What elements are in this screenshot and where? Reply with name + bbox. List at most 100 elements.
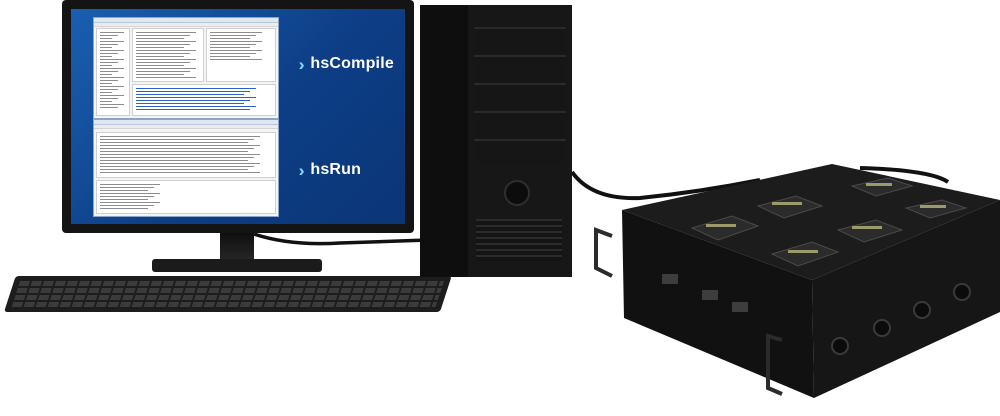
text-line bbox=[136, 74, 184, 75]
text-line bbox=[136, 109, 250, 110]
text-line bbox=[100, 202, 160, 203]
text-line bbox=[100, 190, 148, 191]
server-right-handle bbox=[766, 333, 783, 396]
text-line bbox=[136, 50, 196, 51]
fpga-chip-highlights bbox=[706, 183, 946, 253]
text-line bbox=[210, 56, 250, 57]
text-line bbox=[136, 59, 196, 60]
text-line bbox=[100, 77, 124, 78]
text-line bbox=[100, 107, 118, 108]
compile-properties-pane bbox=[206, 28, 276, 82]
text-line bbox=[100, 142, 248, 143]
hscompile-label-row: ›› hsCompile bbox=[299, 55, 394, 73]
text-line bbox=[136, 77, 196, 78]
double-chevron-right-icon: ›› bbox=[298, 160, 305, 180]
compile-log-console bbox=[132, 84, 276, 116]
text-line bbox=[136, 44, 190, 45]
text-line bbox=[210, 38, 250, 39]
text-line bbox=[100, 136, 260, 137]
power-button bbox=[504, 180, 530, 206]
text-line bbox=[136, 88, 256, 89]
monitor-stand bbox=[152, 259, 322, 272]
text-line bbox=[210, 41, 262, 42]
text-line bbox=[100, 35, 118, 36]
monitor-neck bbox=[220, 233, 254, 260]
text-line bbox=[136, 62, 190, 63]
text-line bbox=[100, 68, 124, 69]
text-line bbox=[210, 50, 262, 51]
pc-tower-vent bbox=[476, 219, 562, 261]
text-line bbox=[136, 41, 196, 42]
text-line bbox=[100, 71, 118, 72]
hsrun-label: hsRun bbox=[310, 161, 362, 178]
run-window bbox=[93, 119, 279, 217]
keyboard bbox=[4, 276, 452, 312]
text-line bbox=[100, 148, 254, 149]
monitor: ›› hsCompile ›› hsRun bbox=[62, 0, 414, 233]
text-line bbox=[100, 145, 260, 146]
compile-project-tree bbox=[96, 28, 130, 116]
text-line bbox=[100, 193, 160, 194]
text-line bbox=[100, 86, 124, 87]
text-line bbox=[100, 104, 124, 105]
text-line bbox=[100, 56, 112, 57]
text-line bbox=[100, 47, 112, 48]
text-line bbox=[100, 205, 154, 206]
server-fans bbox=[831, 283, 971, 355]
hsrun-label-row: ›› hsRun bbox=[299, 161, 361, 179]
text-line bbox=[100, 208, 148, 209]
text-line bbox=[136, 56, 184, 57]
prototyping-server bbox=[582, 150, 1000, 411]
text-line bbox=[210, 35, 256, 36]
text-line bbox=[136, 100, 250, 101]
text-line bbox=[100, 95, 124, 96]
text-line bbox=[100, 196, 154, 197]
text-line bbox=[136, 32, 196, 33]
text-line bbox=[136, 68, 196, 69]
text-line bbox=[100, 38, 112, 39]
text-line bbox=[100, 172, 260, 173]
text-line bbox=[100, 89, 118, 90]
server-right-face bbox=[812, 200, 1000, 398]
server-connectors bbox=[662, 274, 748, 312]
text-line bbox=[210, 47, 250, 48]
compile-window-titlebar bbox=[94, 18, 278, 23]
compile-resource-table bbox=[132, 28, 204, 82]
double-chevron-right-icon: ›› bbox=[298, 54, 305, 74]
text-line bbox=[100, 101, 112, 102]
run-log-console bbox=[96, 180, 276, 214]
text-line bbox=[100, 199, 148, 200]
text-line bbox=[136, 38, 184, 39]
text-line bbox=[136, 71, 190, 72]
text-line bbox=[100, 166, 254, 167]
hscompile-label: hsCompile bbox=[310, 55, 394, 72]
text-line bbox=[100, 163, 260, 164]
text-line bbox=[100, 151, 248, 152]
monitor-screen: ›› hsCompile ›› hsRun bbox=[71, 9, 405, 224]
text-line bbox=[136, 103, 244, 104]
text-line bbox=[210, 59, 262, 60]
text-line bbox=[136, 97, 256, 98]
text-line bbox=[100, 53, 118, 54]
text-line bbox=[136, 35, 190, 36]
run-task-table bbox=[96, 132, 276, 178]
text-line bbox=[100, 74, 112, 75]
text-line bbox=[210, 44, 256, 45]
text-line bbox=[100, 83, 112, 84]
fpga-modules bbox=[690, 177, 968, 267]
text-line bbox=[136, 106, 256, 107]
text-line bbox=[100, 32, 124, 33]
text-line bbox=[136, 65, 184, 66]
text-line bbox=[210, 32, 262, 33]
run-window-menubar bbox=[94, 125, 278, 129]
text-line bbox=[136, 91, 250, 92]
server-top-face bbox=[622, 164, 1000, 280]
server-left-handle bbox=[594, 227, 613, 278]
run-window-titlebar bbox=[94, 120, 278, 125]
compile-window-menubar bbox=[94, 23, 278, 27]
text-line bbox=[100, 80, 118, 81]
server-chassis-graphic bbox=[594, 164, 1000, 398]
text-line bbox=[100, 41, 124, 42]
text-line bbox=[100, 59, 124, 60]
text-line bbox=[100, 62, 118, 63]
